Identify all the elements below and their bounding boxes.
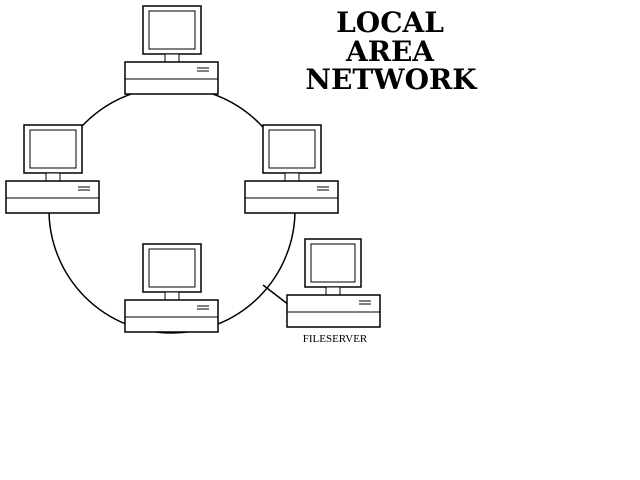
fileserver-cable [262,284,290,306]
title-line-3: NETWORK [305,63,478,96]
computer-left-icon [5,124,100,214]
fileserver-label: FILESERVER [303,333,368,345]
title-line-2: AREA [345,35,435,68]
computer-top-icon [124,5,219,95]
title-line-1: LOCAL [336,6,444,39]
computer-bottom-icon [124,243,219,333]
fileserver-icon [286,238,381,328]
computer-right-icon [244,124,339,214]
